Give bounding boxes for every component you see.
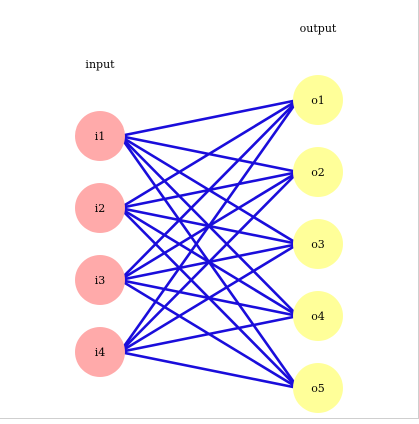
- output-node-label: o2: [311, 166, 325, 179]
- output-node-label: o3: [311, 238, 325, 251]
- input-node-i4: i4: [75, 327, 125, 377]
- output-node-o3: o3: [293, 219, 343, 269]
- output-node-o5: o5: [293, 363, 343, 413]
- output-node-circle: [293, 219, 343, 269]
- edge-i3-o1: [119, 99, 299, 281]
- output-node-label: o1: [311, 94, 325, 107]
- output-group-label: output: [300, 22, 337, 35]
- edge-i2-o1: [119, 98, 299, 210]
- edges-layer: [118, 98, 300, 390]
- input-node-label: i1: [95, 130, 106, 143]
- edge-i4-o4: [119, 314, 299, 354]
- output-node-o1: o1: [293, 75, 343, 125]
- input-node-i1: i1: [75, 111, 125, 161]
- input-node-circle: [75, 327, 125, 377]
- edge-i1-o1: [119, 98, 299, 138]
- output-node-label: o5: [311, 382, 325, 395]
- input-node-circle: [75, 111, 125, 161]
- input-node-label: i4: [95, 346, 106, 359]
- output-node-circle: [293, 363, 343, 413]
- input-node-label: i2: [95, 202, 106, 215]
- input-node-i3: i3: [75, 255, 125, 305]
- input-node-label: i3: [95, 274, 106, 287]
- output-node-o4: o4: [293, 291, 343, 341]
- output-node-label: o4: [311, 310, 325, 323]
- output-node-o2: o2: [293, 147, 343, 197]
- edge-i4-o1: [118, 99, 300, 353]
- input-node-circle: [75, 255, 125, 305]
- edge-i4-o5: [119, 350, 299, 390]
- input-node-i2: i2: [75, 183, 125, 233]
- output-node-circle: [293, 147, 343, 197]
- nodes-layer: i1 i2 i3 i4 o1 o2 o3 o4 o5: [75, 75, 343, 413]
- input-node-circle: [75, 183, 125, 233]
- edge-i4-o2: [119, 171, 299, 353]
- output-node-circle: [293, 75, 343, 125]
- edge-i4-o3: [119, 242, 299, 354]
- input-group-label: input: [85, 58, 115, 71]
- output-node-circle: [293, 291, 343, 341]
